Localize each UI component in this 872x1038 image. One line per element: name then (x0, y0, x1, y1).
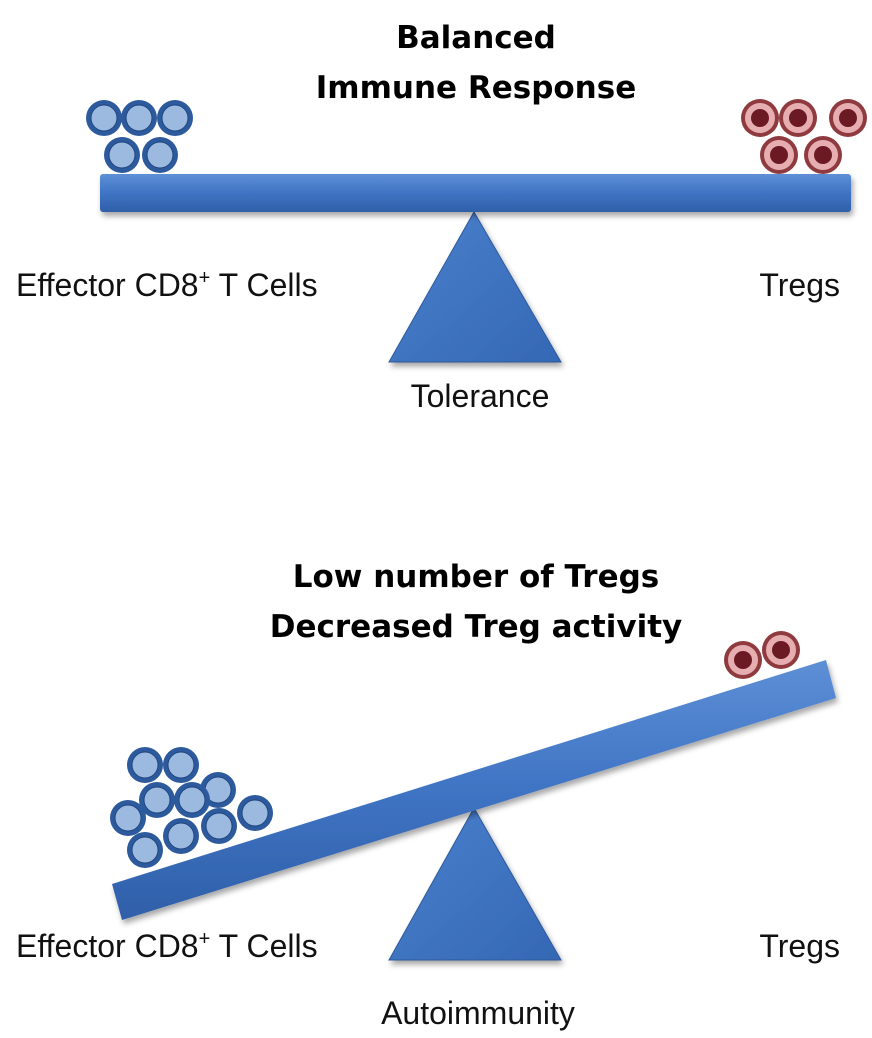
panel-2-treg-cells (724, 631, 800, 679)
panel-2-title-line-2: Decreased Treg activity (270, 609, 682, 645)
treg-cell (804, 136, 842, 174)
effector-cell (237, 795, 273, 831)
panel-2-title-line-1: Low number of Tregs (293, 559, 660, 595)
panel-2-effector-cells (110, 747, 273, 868)
panel-balanced: Balanced Immune Response Effector CD8+ T… (16, 20, 867, 414)
treg-cell (829, 99, 867, 137)
treg-cell (779, 99, 817, 137)
effector-cell (142, 137, 178, 173)
effector-cell (157, 100, 193, 136)
panel-low-tregs: Low number of Tregs Decreased Treg activ… (16, 559, 840, 1031)
panel-2-outcome-label: Autoimmunity (381, 995, 575, 1031)
panel-1-outcome-label: Tolerance (411, 378, 550, 414)
effector-cell (127, 832, 163, 868)
treg-cell (760, 136, 798, 174)
treg-cell (724, 641, 762, 679)
effector-cell (139, 782, 175, 818)
panel-1-fulcrum (388, 210, 562, 363)
panel-1-effector-label: Effector CD8+ T Cells (16, 267, 318, 303)
effector-cell (201, 808, 237, 844)
panel-2-beam (112, 660, 836, 920)
treg-cell (762, 631, 800, 669)
panel-1-tregs-label: Tregs (759, 267, 840, 303)
panel-1-title-line-1: Balanced (396, 20, 556, 56)
effector-cell (110, 800, 146, 836)
effector-cell (163, 818, 199, 854)
panel-1-beam (100, 174, 851, 212)
panel-1-treg-cells (741, 99, 867, 174)
effector-cell (163, 747, 199, 783)
effector-cell (174, 782, 210, 818)
treg-cell (741, 99, 779, 137)
effector-cell (104, 137, 140, 173)
panel-1-title-line-2: Immune Response (316, 70, 636, 106)
effector-cell (127, 747, 163, 783)
panel-1-effector-cells (86, 100, 193, 173)
panel-2-tregs-label: Tregs (759, 928, 840, 964)
panel-2-effector-label: Effector CD8+ T Cells (16, 928, 318, 964)
effector-cell (86, 100, 122, 136)
panel-2-fulcrum (388, 806, 562, 961)
effector-cell (121, 100, 157, 136)
